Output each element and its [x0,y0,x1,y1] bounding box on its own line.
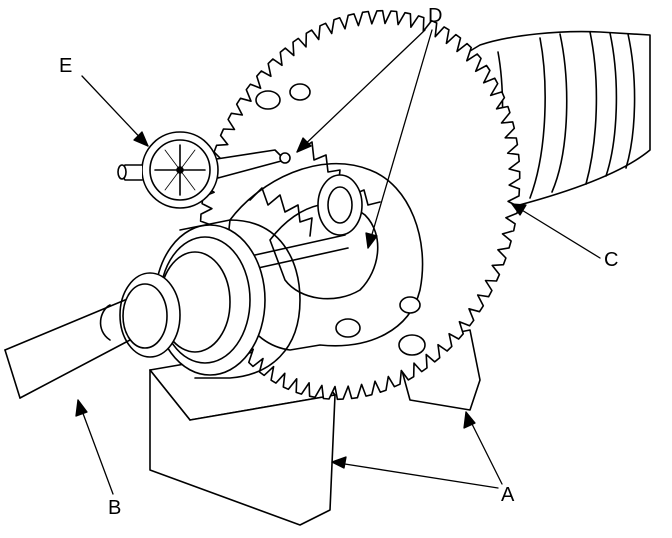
arrowhead-c [511,203,527,216]
leader-a-1 [331,461,499,489]
leader-e [81,75,149,147]
dial-indicator [117,131,291,209]
leader-b [77,399,114,495]
leader-d-1 [296,29,426,153]
arrowhead-e [133,131,149,147]
callout-label-e: E [59,55,73,77]
leader-lines [75,29,601,495]
arrowhead-d-2 [365,232,378,249]
arrowhead-b [75,399,88,417]
callout-label-d: D [428,5,443,27]
callout-label-c: C [604,249,619,271]
leader-c [511,203,601,259]
leader-d-2 [367,29,433,249]
arrowhead-a-1 [331,456,347,469]
arrowhead-a-2 [463,411,476,429]
left-axle [4,272,181,399]
arrowhead-d-1 [296,137,312,153]
callout-label-a: A [501,484,515,506]
callout-label-b: B [108,497,122,519]
support-block-front [149,344,336,526]
